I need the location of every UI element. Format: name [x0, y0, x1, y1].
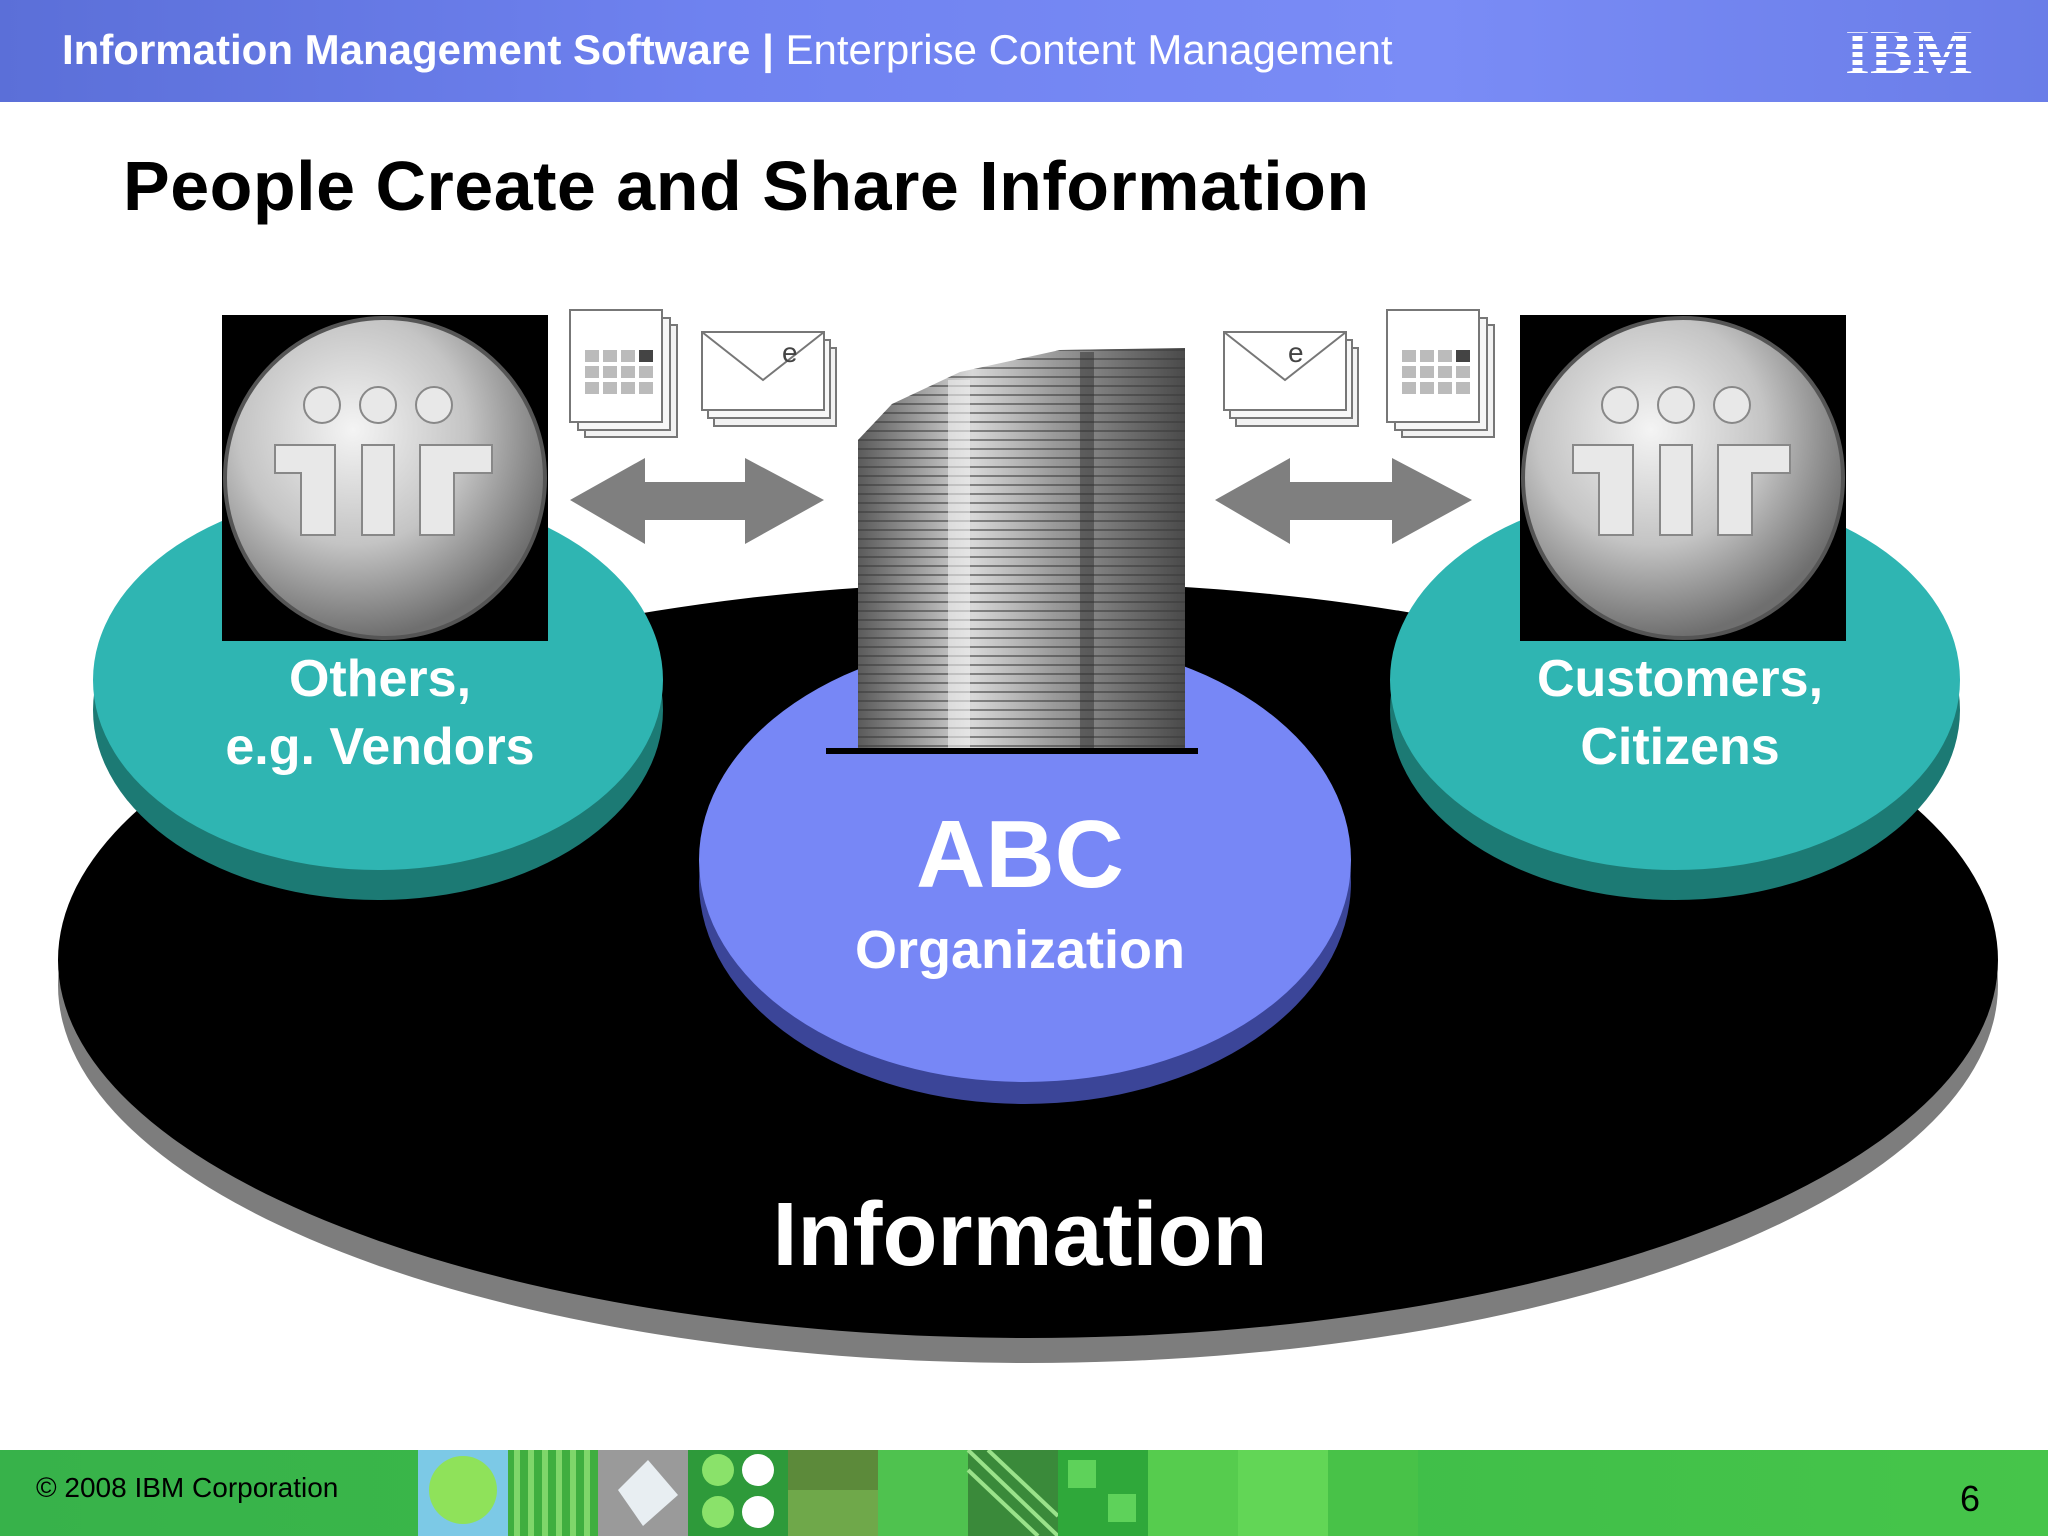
- right-group-label: Customers, Citizens: [1460, 645, 1900, 781]
- left-group-label: Others, e.g. Vendors: [170, 645, 590, 781]
- left-group-line-1: Others,: [288, 650, 472, 708]
- ibm-logo-text: IBM: [1845, 20, 1973, 82]
- left-document-icon: [569, 309, 678, 438]
- information-label: Information: [772, 1185, 1268, 1285]
- header-subtitle: Enterprise Content Management: [785, 26, 1393, 73]
- right-double-arrow: [1215, 458, 1472, 544]
- right-people-icon: [1520, 315, 1846, 641]
- header-title: Information Management Software | Enterp…: [62, 24, 1393, 76]
- page-title: People Create and Share Information: [123, 147, 1370, 225]
- left-people-icon: [222, 315, 548, 641]
- building-icon: [826, 348, 1198, 754]
- right-document-icon: [1386, 309, 1495, 438]
- left-email-glyph: e: [782, 337, 798, 368]
- right-group-line-2: Citizens: [1580, 718, 1780, 776]
- header-product: Information Management Software: [62, 26, 751, 73]
- footer-image-strip: [418, 1450, 1418, 1536]
- left-group-line-2: e.g. Vendors: [225, 718, 535, 776]
- center-org-title: ABC: [916, 801, 1124, 908]
- page-number: 6: [1960, 1478, 1981, 1519]
- copyright: © 2008 IBM Corporation: [36, 1472, 339, 1503]
- center-org-subtitle: Organization: [854, 920, 1185, 980]
- right-email-glyph: e: [1288, 337, 1304, 368]
- left-email-icon: e: [701, 331, 837, 427]
- header-band: Information Management Software | Enterp…: [0, 0, 2048, 102]
- header-separator: |: [762, 26, 774, 73]
- right-group-line-1: Customers,: [1536, 650, 1824, 708]
- right-email-icon: e: [1223, 331, 1359, 427]
- left-double-arrow: [570, 458, 824, 544]
- ibm-logo: IBM: [1845, 20, 1973, 82]
